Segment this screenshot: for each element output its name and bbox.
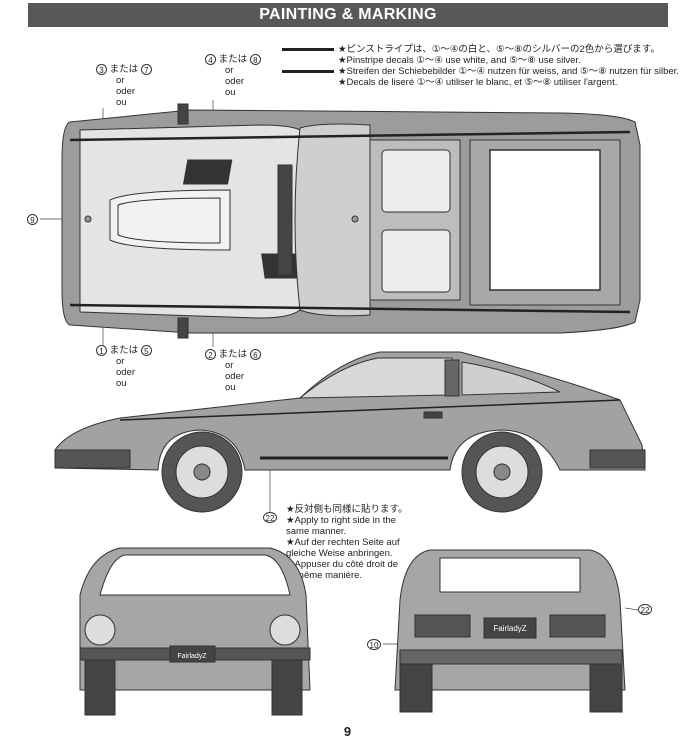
rear-plate-text: FairladyZ [493, 624, 526, 633]
decal-number: 7 [140, 64, 152, 75]
legend-line-ja: ★ピンストライプは、①〜④の白と、⑤〜⑧のシルバーの2色から選びます。 [338, 44, 660, 55]
decal-number: 3 [96, 64, 107, 75]
decal-number: 22 [638, 604, 652, 615]
side-note-line: gleiche Weise anbringen. [286, 548, 393, 559]
callout-or-en: or [116, 75, 125, 87]
front-plate-text: FairladyZ [177, 653, 207, 660]
callout-22-rear: 22 [638, 604, 652, 615]
callout-or-fr: ou [225, 87, 236, 99]
rear-license-plate [483, 617, 537, 639]
decal-number: 10 [367, 639, 381, 650]
front-license-plate [169, 645, 216, 663]
legend-line-de: ★Streifen der Schiebebilder ①〜④ nutzen f… [338, 66, 679, 77]
callout-10: 10 [367, 639, 381, 650]
callout-or-fr: ou [116, 378, 127, 390]
callout-9: 9 [27, 214, 38, 225]
stripe-sample-silver [282, 70, 334, 73]
side-note-line: la même manière. [286, 570, 363, 581]
top-view-car [61, 103, 641, 339]
decal-number: 6 [249, 349, 261, 360]
legend-line-en: ★Pinstripe decals ①〜④ use white, and ⑤〜⑧… [338, 55, 581, 66]
stripe-sample-white [282, 48, 334, 51]
page-number: 9 [343, 724, 352, 739]
legend-line-fr: ★Decals de liseré ①〜④ utiliser le blanc,… [338, 77, 618, 88]
callout-or-fr: ou [116, 97, 127, 109]
callout-or-ja: または [218, 349, 248, 361]
callout-4-8: 4 または 8 or oder ou [205, 54, 261, 98]
decal-number: 5 [140, 345, 152, 356]
decal-number: 1 [96, 345, 107, 356]
callout-1-5: 1 または 5 or oder ou [96, 345, 152, 389]
callout-or-ja: または [109, 345, 139, 357]
callout-or-en: or [225, 65, 234, 77]
callout-or-de: oder [225, 76, 245, 88]
callout-3-7: 3 または 7 or oder ou [96, 64, 152, 108]
callout-or-fr: ou [225, 382, 236, 394]
decal-number: 22 [263, 512, 277, 523]
side-note-line: same manner. [286, 526, 347, 537]
side-apply-note: ★反対側も同様に貼ります。 ★Apply to right side in th… [286, 504, 408, 581]
side-view-car [54, 351, 646, 513]
front-view-car: FairladyZ [79, 547, 311, 716]
callout-or-de: oder [225, 371, 245, 383]
side-note-line: ★Appuser du côté droit de [286, 559, 399, 570]
legend-text: ★ピンストライプは、①〜④の白と、⑤〜⑧のシルバーの2色から選びます。 ★Pin… [338, 44, 679, 88]
decal-number: 8 [249, 54, 261, 65]
callout-or-de: oder [116, 367, 136, 379]
decal-number: 2 [205, 349, 216, 360]
side-note-line: ★Apply to right side in the [286, 515, 396, 526]
decal-number: 9 [27, 214, 38, 225]
callout-or-de: oder [116, 86, 136, 98]
callout-2-6: 2 または 6 or oder ou [205, 349, 261, 393]
callout-22-side: 22 [263, 512, 277, 523]
page-title: PAINTING & MARKING [28, 3, 668, 27]
callout-or-ja: または [218, 54, 248, 66]
side-note-line: ★反対側も同様に貼ります。 [286, 504, 408, 515]
callout-or-en: or [116, 356, 125, 368]
rear-view-car: FairladyZ [394, 549, 626, 713]
side-note-line: ★Auf der rechten Seite auf [286, 537, 400, 548]
decal-number: 4 [205, 54, 216, 65]
callout-or-en: or [225, 360, 234, 372]
callout-or-ja: または [109, 64, 139, 76]
